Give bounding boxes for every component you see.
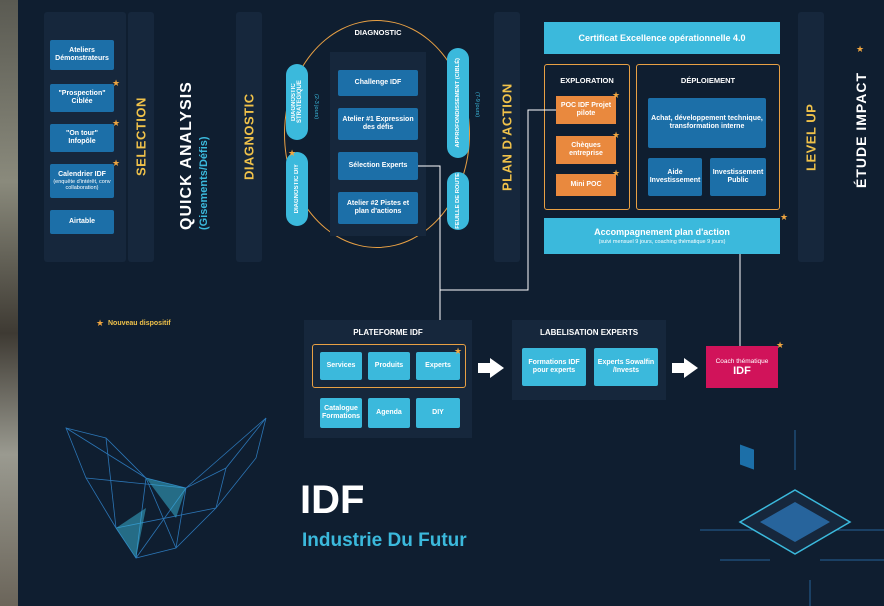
exploration-poc: POC IDF Projet pilote [556,96,616,124]
left-item-prospection: "Prospection" Ciblée [50,84,114,112]
step-challenge: Challenge IDF [338,70,418,96]
new-star-icon: ★ [112,78,121,88]
exploration-mini-poc: Mini POC [556,174,616,196]
new-star-icon: ★ [856,44,865,54]
exploration-cheques: Chèques entreprise [556,136,616,164]
new-star-icon: ★ [780,212,789,222]
deploiement-investissement: Investissement Public [710,158,766,196]
certificat-banner: Certificat Excellence opérationnelle 4.0 [544,22,780,54]
step-atelier-1: Atelier #1 Expression des défis [338,108,418,140]
arrow-right-icon [490,358,504,378]
left-item-calendrier: Calendrier IDF(enquête d'intérêt, conv c… [50,164,114,198]
diagnostic-circle-title: DIAGNOSTIC [354,28,402,37]
duration-right: (7-9 jours) [474,92,480,118]
plateforme-produits: Produits [368,352,410,380]
exploration-title: EXPLORATION [560,76,614,85]
plateforme-diy: DIY [416,398,460,428]
new-star-icon: ★ [776,340,785,350]
pill-diagnostic-strategique: DIAGNOSTIC STRATEGIQUE [286,64,308,140]
handshake-illustration [65,417,267,559]
labelisation-title: LABELISATION EXPERTS [539,328,639,337]
plateforme-highlight [312,344,466,388]
plateforme-agenda: Agenda [368,398,410,428]
accompagnement-banner: Accompagnement plan d'action (suivi mens… [544,218,780,254]
step-selection-experts: Sélection Experts [338,152,418,180]
left-item-ateliers: Ateliers Démonstrateurs [50,40,114,70]
new-star-icon: ★ [612,130,621,140]
deploiement-aide: Aide Investissement [648,158,702,196]
exploration-box [544,64,630,210]
new-star-icon: ★ [612,90,621,100]
new-star-icon: ★ [612,168,621,178]
brand-subtitle: Industrie Du Futur [302,530,467,551]
step-atelier-2: Atelier #2 Pistes et plan d'actions [338,192,418,224]
new-star-icon: ★ [288,148,297,158]
plateforme-services: Services [320,352,362,380]
chip-illustration [700,430,884,606]
arrow-shaft [672,363,686,373]
deploiement-title: DÉPLOIEMENT [680,76,736,85]
labelisation-formations: Formations IDF pour experts [522,348,586,386]
legend-nouveau-dispositif: Nouveau dispositif [108,320,171,327]
diagnostic-circle [284,20,470,248]
pill-approfondissement: APPROFONDISSEMENT (CIBLÉ) [447,48,469,158]
duration-left: (2-3 jours) [313,94,319,120]
new-star-icon: ★ [454,346,463,356]
pill-feuille-de-route: FEUILLE DE ROUTE [447,172,469,230]
new-star-icon: ★ [112,118,121,128]
plateforme-experts: Experts [416,352,460,380]
photo-strip [0,0,18,606]
plateforme-title: PLATEFORME IDF [353,328,423,337]
left-item-on-tour: "On tour" Infopôle [50,124,114,152]
pill-diagnostic-diy: DIAGNOSTIC DIY [286,152,308,226]
deploiement-achat: Achat, développement technique, transfor… [648,98,766,148]
labelisation-experts: Experts Sowalfin /Invests [594,348,658,386]
arrow-shaft [478,363,492,373]
new-star-icon: ★ [112,158,121,168]
new-star-icon: ★ [96,318,105,328]
coach-box: Coach thématique IDF [706,346,778,388]
left-item-airtable: Airtable [50,210,114,234]
deploiement-box [636,64,780,210]
plateforme-catalogue: Catalogue Formations [320,398,362,428]
arrow-right-icon [684,358,698,378]
brand-title: IDF [300,478,365,522]
